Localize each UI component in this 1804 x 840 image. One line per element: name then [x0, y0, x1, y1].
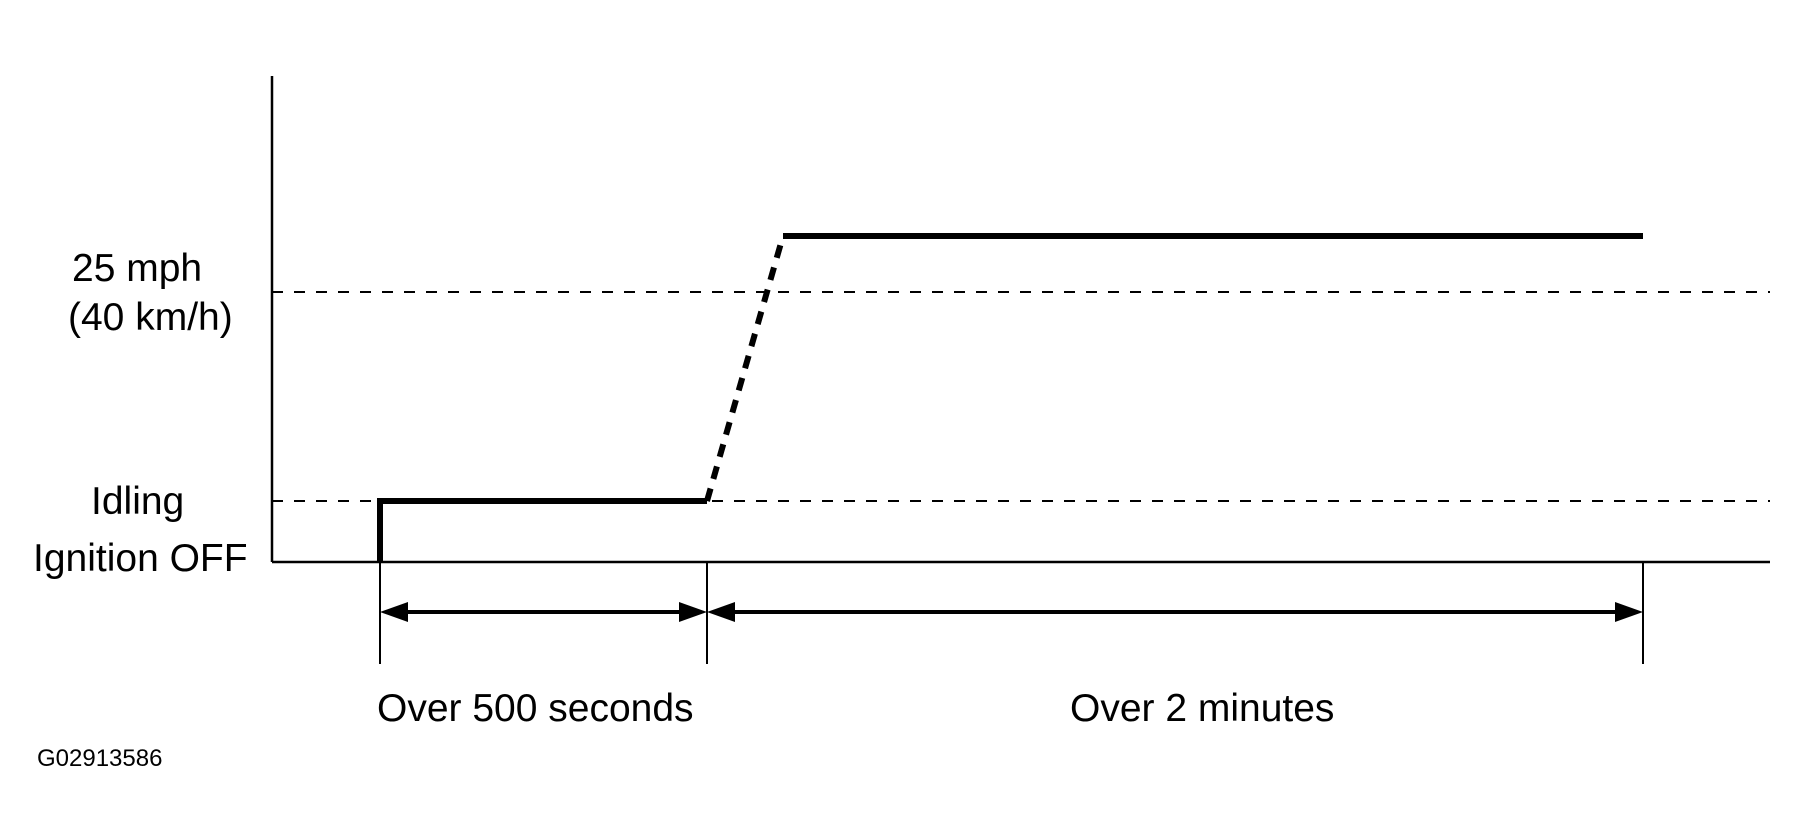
speed-label-kmh: (40 km/h) — [68, 296, 233, 339]
second-duration-label: Over 2 minutes — [1070, 687, 1334, 730]
figure-id: G02913586 — [37, 745, 162, 772]
first-duration-arrow — [380, 602, 707, 622]
first-duration-label: Over 500 seconds — [377, 687, 694, 730]
speed-label-mph: 25 mph — [72, 247, 202, 290]
acceleration-dashed-trace — [704, 235, 786, 502]
idling-label: Idling — [91, 480, 184, 523]
second-duration-arrow — [707, 602, 1643, 622]
idle-trace — [377, 498, 707, 562]
ignition-off-label: Ignition OFF — [33, 537, 248, 580]
